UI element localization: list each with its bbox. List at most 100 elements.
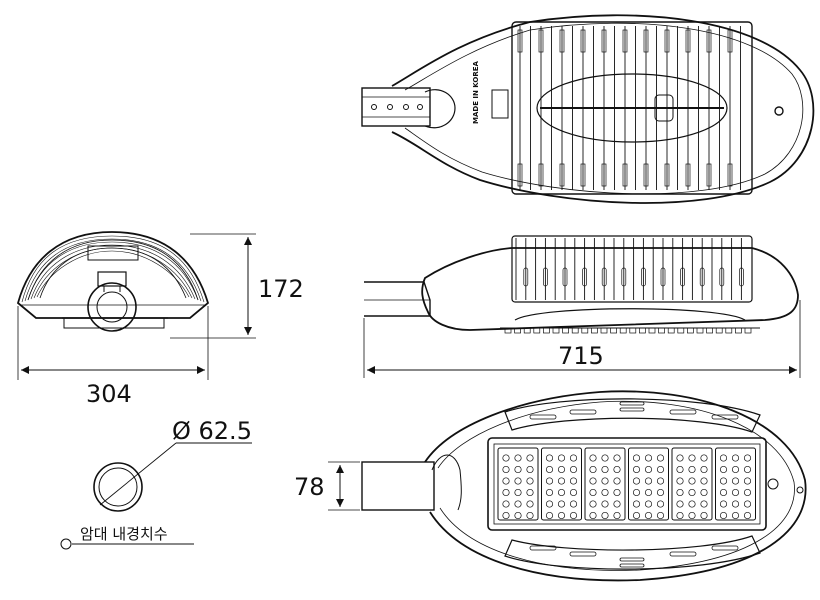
fin-slot — [538, 29, 544, 53]
led-chip — [545, 511, 554, 520]
bottom-view-body — [424, 390, 807, 582]
led-chip — [656, 454, 665, 462]
lens-slot — [711, 414, 739, 420]
side-led — [639, 327, 646, 334]
side-view-leds — [504, 327, 752, 334]
led-chip — [743, 454, 752, 462]
led-chip — [589, 465, 597, 474]
led-chip — [613, 477, 621, 485]
lens-slot — [669, 409, 697, 415]
led-chip — [613, 488, 621, 497]
led-chip — [676, 477, 684, 485]
led-chip — [589, 511, 597, 520]
fin-slot — [643, 29, 649, 53]
led-chip — [700, 477, 708, 485]
led-module — [541, 447, 582, 521]
made-in-korea-label: MADE IN KOREA — [472, 60, 480, 124]
led-chip — [557, 500, 566, 508]
led-chip — [731, 454, 740, 462]
arm-hole — [387, 104, 393, 110]
led-chip — [526, 511, 534, 520]
led-chip — [632, 500, 641, 508]
side-view: 715 — [363, 235, 801, 378]
led-chip — [526, 500, 534, 508]
led-chip — [731, 477, 740, 485]
led-chip — [502, 454, 510, 462]
led-chip — [688, 477, 696, 485]
led-chip — [557, 488, 566, 497]
led-chip — [743, 500, 752, 508]
pipe-inner-circle — [98, 467, 138, 507]
fin-slot — [643, 163, 649, 187]
led-chip — [557, 454, 566, 462]
side-fin-slot — [582, 267, 587, 287]
led-chip — [601, 454, 609, 462]
fin-slot — [517, 163, 523, 187]
led-module — [715, 447, 756, 521]
led-chip — [676, 454, 684, 462]
side-led — [600, 327, 608, 334]
led-chip — [589, 488, 597, 497]
fin-slot — [559, 29, 565, 53]
side-led — [658, 327, 665, 334]
fin-slot — [580, 29, 586, 53]
side-led — [667, 327, 675, 334]
fin-slot — [727, 29, 733, 53]
side-led — [514, 327, 521, 334]
side-led — [696, 327, 704, 334]
led-chip — [569, 477, 578, 485]
lens-slot — [711, 545, 739, 551]
side-led — [591, 327, 598, 334]
top-view-screw — [774, 106, 784, 116]
lens-slot — [529, 545, 557, 551]
led-chip — [632, 477, 641, 485]
led-chip — [700, 511, 708, 520]
pipe-note-label: 암대 내경치수 — [80, 525, 168, 543]
led-chip — [644, 511, 653, 520]
led-chip — [731, 465, 740, 474]
lens-slot — [529, 414, 557, 420]
led-chip — [601, 477, 609, 485]
led-chip — [688, 500, 696, 508]
led-chip — [502, 465, 510, 474]
led-chip — [502, 500, 510, 508]
led-chip — [514, 465, 522, 474]
led-chip — [526, 454, 534, 462]
side-led — [677, 327, 685, 334]
led-chip — [526, 488, 534, 497]
side-led — [648, 327, 656, 334]
arm-bolt-holes — [371, 104, 423, 110]
side-led — [523, 327, 531, 334]
side-fin-slot — [562, 267, 568, 287]
led-chip — [676, 500, 684, 508]
side-fin-slot — [699, 267, 705, 287]
led-chip — [688, 454, 696, 462]
front-rib — [36, 250, 190, 298]
front-rib — [27, 241, 199, 301]
led-module — [628, 447, 669, 521]
lens-slot — [619, 407, 645, 412]
arm-hole — [371, 104, 377, 110]
front-view-ribs — [21, 235, 205, 303]
lens-slot — [619, 401, 645, 406]
dim-height-label: 172 — [258, 275, 304, 303]
lens-slot — [669, 551, 697, 557]
led-chip — [545, 454, 554, 462]
front-view-clamp — [87, 271, 137, 332]
led-chip — [700, 488, 708, 497]
side-led — [687, 327, 694, 334]
front-rib — [33, 247, 193, 299]
side-view-fins — [515, 238, 744, 300]
led-chip — [656, 511, 665, 520]
fin-slot — [706, 163, 712, 187]
led-chip — [601, 465, 609, 474]
led-chip — [676, 465, 684, 474]
led-panel — [487, 437, 767, 531]
bottom-view: 78 — [294, 390, 807, 582]
led-chip — [644, 500, 653, 508]
fin-slot — [517, 29, 523, 53]
led-chip — [743, 488, 752, 497]
led-chip — [700, 454, 708, 462]
led-chip — [743, 477, 752, 485]
led-chip — [569, 500, 578, 508]
